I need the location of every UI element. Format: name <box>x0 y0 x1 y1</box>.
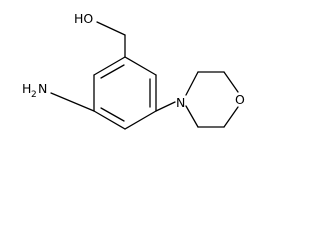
hydroxyl-label: HO <box>74 11 93 26</box>
ring-double-bond-inner-1 <box>100 64 125 79</box>
morpholine-bond-o-down <box>223 106 239 128</box>
ch2-oh-bond <box>96 21 126 36</box>
hydroxymethyl-group: HO <box>74 11 126 58</box>
ring-bond-bottom-right <box>124 110 157 130</box>
ring-bond-top-right <box>124 56 157 76</box>
morpholine-attach-bond <box>155 101 176 112</box>
amine-n-label: N <box>38 81 47 96</box>
ring-bond-top-left <box>93 56 126 76</box>
morpholine-o-label: O <box>235 92 245 107</box>
ring-bond-bottom-left <box>93 110 126 130</box>
morpholine-bond-o-up <box>223 71 239 93</box>
amine-group: H 2 N <box>22 81 95 112</box>
amine-bond <box>50 92 95 112</box>
morpholine-n-label: N <box>176 95 185 110</box>
chemical-structure-diagram: HO H 2 N N O <box>22 11 245 130</box>
morpholine-bond-n-down <box>185 105 199 128</box>
benzene-ring <box>93 56 157 130</box>
amine-h-label: H <box>22 81 31 96</box>
amine-subscript-label: 2 <box>31 90 37 100</box>
morpholine-ring: N O <box>155 71 245 128</box>
ring-double-bond-inner-3 <box>100 107 125 122</box>
morpholine-bond-n-up <box>185 71 199 96</box>
